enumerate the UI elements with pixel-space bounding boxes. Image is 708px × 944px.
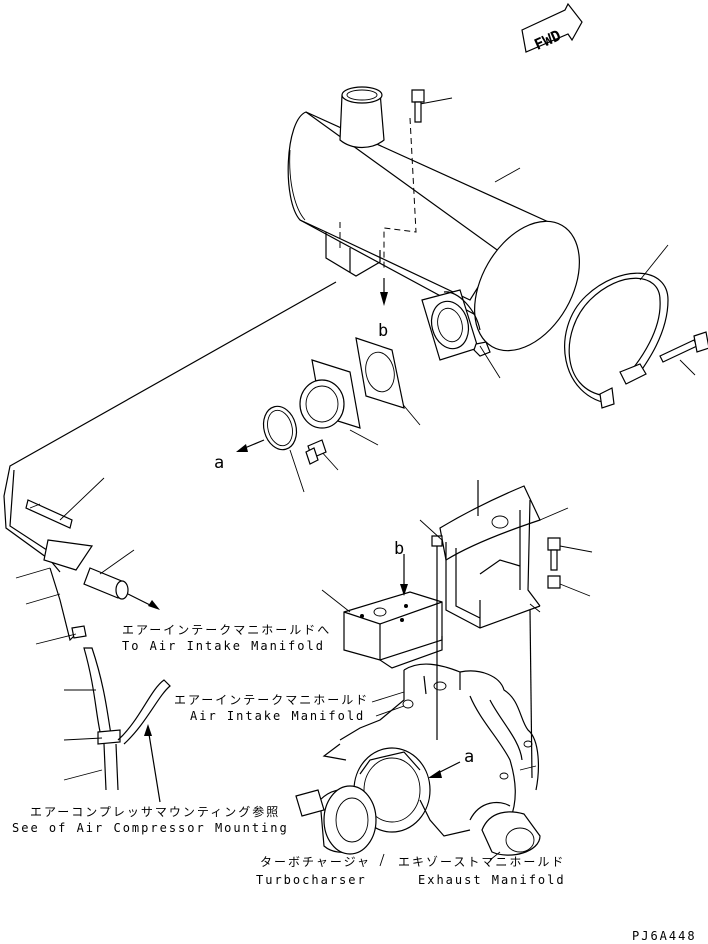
label-turbo-jp: ターボチャージャ [260,855,371,869]
muffler [287,86,580,361]
engine-assembly [295,663,541,867]
drawing-code: PJ6A448 [632,929,697,943]
label-compressor-en: See of Air Compressor Mounting [12,821,289,835]
label-to-intake-jp: エアーインテークマニホールドへ [122,623,331,637]
svg-text:a: a [214,453,224,473]
label-compressor-jp: エアーコンプレッサマウンティング参照 [30,804,280,819]
muffler-bolt [411,89,425,123]
label-air-intake-en: Air Intake Manifold [190,709,365,723]
callout-b-top: b [378,278,388,341]
flange-parts [262,337,405,465]
left-bracket-assembly [25,499,171,791]
svg-text:a: a [464,747,474,767]
svg-text:b: b [378,321,388,341]
label-exhaust-jp: エキゾーストマニホールド [398,855,565,869]
right-fasteners [419,519,593,779]
label-leaders [371,691,405,717]
right-support-bracket [439,480,569,629]
text-labels: エアーインテークマニホールドへ To Air Intake Manifold エ… [12,623,697,943]
arrow-to-intake [127,593,160,610]
label-turbo-en: Turbocharser [256,873,367,887]
svg-text:b: b [394,539,404,559]
arrow-compressor [144,724,161,803]
leader-lines-left [15,477,135,781]
label-to-intake-en: To Air Intake Manifold [122,639,325,653]
clamp-band [564,272,669,409]
callout-a-turbo: a [428,747,474,778]
callout-a-left: a [214,439,265,473]
label-air-intake-jp: エアーインテークマニホールド [174,693,369,707]
middle-bracket: b [321,539,443,669]
clamp-bolt [659,331,708,363]
fwd-arrow-sign: FWD [521,2,583,54]
label-exhaust-en: Exhaust Manifold [418,873,566,887]
